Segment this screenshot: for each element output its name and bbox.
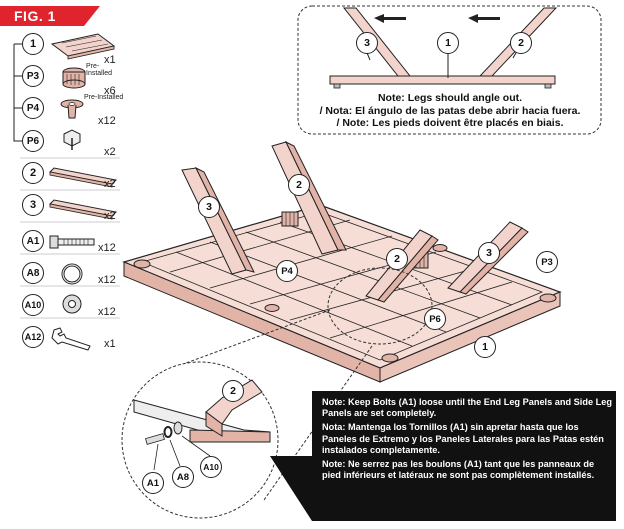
main-callout-p3: P3: [536, 251, 558, 273]
part-2-icon: [48, 167, 118, 188]
detail-callout-a1: A1: [142, 472, 164, 494]
parts-list: 1 x1 Pre-Installed P3 x6 Pre-Installed P…: [0, 0, 124, 360]
bottom-note-es: Nota: Mantenga los Tornillos (A1) sin ap…: [322, 422, 604, 455]
bottom-note-fr: Note: Ne serrez pas les boulons (A1) tan…: [322, 459, 595, 481]
main-callout-p4: P4: [276, 260, 298, 282]
part-a12-qty: x1: [104, 338, 116, 350]
part-p4-qty: x12: [98, 115, 116, 127]
detail-focus-ellipse: [327, 267, 433, 345]
part-p6-label: P6: [22, 130, 44, 152]
part-a8-icon: [61, 263, 83, 285]
part-a12-icon: [51, 327, 91, 351]
fig-tag-bg: [0, 6, 100, 26]
main-callout-frame-1: 1: [474, 336, 496, 358]
part-a10-qty: x12: [98, 306, 116, 318]
top-inset-frame: [297, 5, 602, 135]
detail-callout-leg-2: 2: [222, 380, 244, 402]
part-p4-icon: [60, 99, 84, 119]
part-p6-qty: x2: [104, 146, 116, 158]
detail-callout-a8: A8: [172, 466, 194, 488]
part-1-note: Pre-Installed: [86, 63, 113, 77]
angle-out-arrows: [374, 14, 500, 23]
parts-dividers: [20, 157, 120, 319]
bottom-note-bg: [270, 391, 616, 521]
figure-label-text: FIG. 1: [14, 8, 56, 24]
main-callout-leg-3a: 3: [198, 196, 220, 218]
main-callout-leg-2a: 2: [288, 174, 310, 196]
part-p4-label: P4: [22, 97, 44, 119]
bottom-note: Note: Keep Bolts (A1) loose until the En…: [312, 391, 616, 521]
main-callout-leg-3b: 3: [478, 242, 500, 264]
part-a10-icon: [62, 294, 82, 314]
parts-list-bracket: [13, 43, 22, 142]
part-a1-icon: [49, 235, 95, 249]
detail-view: [121, 361, 279, 519]
part-a12-label: A12: [22, 326, 44, 348]
part-a8-label: A8: [22, 262, 44, 284]
part-p3-label: P3: [22, 65, 44, 87]
top-callout-leg-3: 3: [356, 32, 378, 54]
top-callout-frame-1: 1: [437, 32, 459, 54]
part-3-icon: [48, 199, 118, 220]
bottom-note-en: Note: Keep Bolts (A1) loose until the En…: [322, 397, 612, 419]
part-2-qty: x2: [104, 178, 116, 190]
main-callout-p6: P6: [424, 308, 446, 330]
table-frame: [122, 204, 562, 383]
part-p3-icon: [62, 67, 86, 89]
part-1-label: 1: [22, 33, 44, 55]
part-p3-qty: x6: [104, 85, 116, 97]
part-1-qty: x1: [104, 54, 116, 66]
part-a1-qty: x12: [98, 242, 116, 254]
part-a10-label: A10: [22, 294, 44, 316]
figure-label: FIG. 1: [0, 0, 100, 24]
main-callout-leg-2b: 2: [386, 248, 408, 270]
part-3-qty: x2: [104, 210, 116, 222]
detail-callout-a10: A10: [200, 456, 222, 478]
frame-foot-p3-b: [281, 211, 299, 227]
part-3-label: 3: [22, 194, 44, 216]
part-a1-label: A1: [22, 230, 44, 252]
part-2-label: 2: [22, 162, 44, 184]
part-1-icon: [50, 33, 116, 60]
top-note-fr: / Note: Les pieds doivent être placés en…: [336, 117, 564, 129]
part-a8-qty: x12: [98, 274, 116, 286]
top-note-es: / Nota: El ángulo de las patas debe abri…: [319, 104, 581, 117]
part-p6-icon: [63, 129, 81, 150]
part-p3-note: Pre-Installed: [84, 94, 124, 101]
top-callout-leg-2: 2: [510, 32, 532, 54]
top-note-en: Note: Legs should angle out.: [377, 92, 523, 104]
top-note: Note: Legs should angle out. / Nota: El …: [300, 92, 600, 130]
